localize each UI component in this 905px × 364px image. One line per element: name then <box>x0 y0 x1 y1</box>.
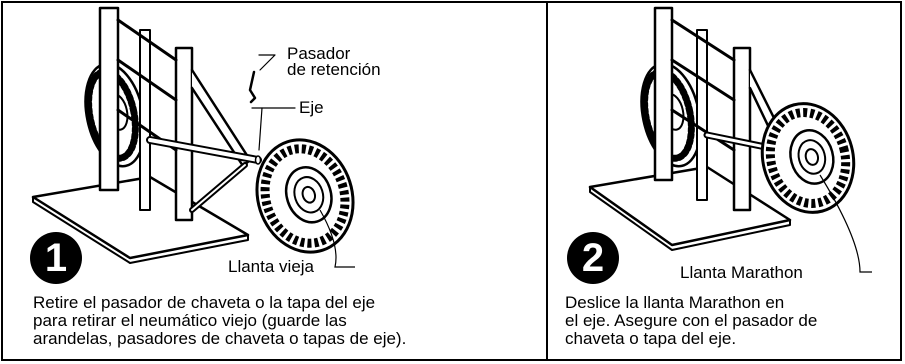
step-1-caption-line-3: arandelas, pasadores de chaveta o tapas … <box>33 329 407 348</box>
old-tire-illustration <box>255 138 355 254</box>
right-rail-1 <box>174 46 194 222</box>
step-2-caption-line-2: el eje. Asegure con el pasador de <box>565 311 818 330</box>
step-number-badge-1: 1 <box>30 232 82 284</box>
step-1-caption-line-2: para retirar el neumático viejo (guarde … <box>33 311 347 330</box>
left-rail-1 <box>98 6 120 192</box>
old-tire-label: Llanta vieja <box>228 257 315 276</box>
step-number-badge-2: 2 <box>567 232 619 284</box>
retention-pin-label: Pasador de retención <box>287 44 381 79</box>
center-rail-2 <box>696 29 708 201</box>
marathon-tire-label: Llanta Marathon <box>680 263 803 282</box>
step-1-caption-line-1: Retire el pasador de chaveta o la tapa d… <box>33 293 376 312</box>
axle-label: Eje <box>299 98 324 117</box>
retention-pin-label-line-2: de retención <box>287 60 381 79</box>
hand-truck-illustration-1 <box>31 6 296 264</box>
nose-plate-2 <box>588 165 792 247</box>
step-1-caption: Retire el pasador de chaveta o la tapa d… <box>33 294 406 348</box>
retention-pin-1 <box>248 70 257 104</box>
step-2-caption: Deslice la llanta Marathon en el eje. As… <box>565 294 817 348</box>
center-rail-1 <box>139 29 151 211</box>
right-rail-2 <box>732 46 752 212</box>
panel-divider <box>546 1 548 361</box>
hand-truck-illustration-2 <box>588 6 794 251</box>
marathon-tire-illustration <box>760 102 856 214</box>
left-rail-2 <box>653 6 674 182</box>
retention-pin-label-line-1: Pasador <box>287 44 351 63</box>
step-2-caption-line-3: chaveta o tapa del eje. <box>565 329 737 348</box>
step-2-caption-line-1: Deslice la llanta Marathon en <box>565 293 785 312</box>
